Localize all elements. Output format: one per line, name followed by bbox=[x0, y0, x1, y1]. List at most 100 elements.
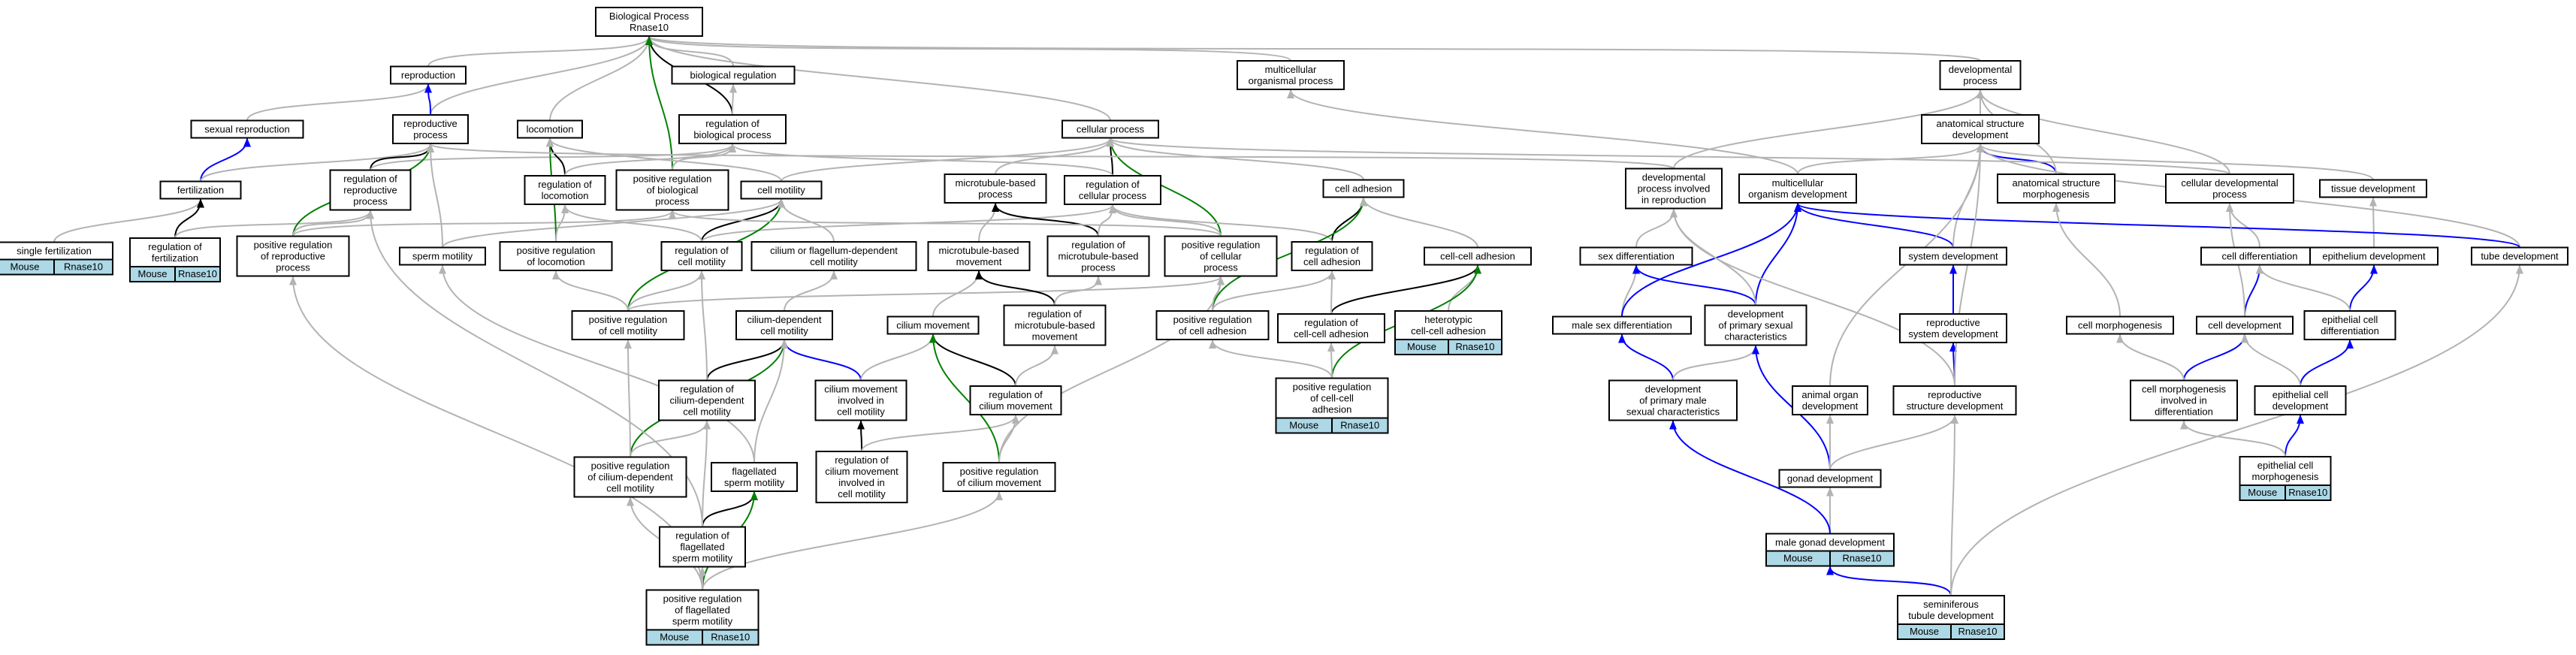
go-term-node[interactable]: sexual reproduction bbox=[190, 119, 304, 139]
node-box bbox=[1792, 385, 1868, 415]
go-term-node[interactable]: tissue development bbox=[2319, 179, 2427, 198]
edge-is-a bbox=[1672, 345, 1759, 381]
node-label: of locomotion bbox=[527, 256, 584, 267]
node-label: reproduction bbox=[401, 70, 455, 81]
edge-regulates bbox=[857, 420, 865, 452]
go-term-node[interactable]: male sex differentiation bbox=[1552, 315, 1692, 335]
node-box bbox=[1394, 310, 1502, 340]
go-term-node[interactable]: reproduction bbox=[390, 65, 467, 85]
go-term-node[interactable]: gonad development bbox=[1778, 469, 1882, 488]
node-box bbox=[2319, 179, 2427, 198]
go-term-node[interactable]: cell differentiation bbox=[2200, 246, 2319, 266]
node-label: regulation of bbox=[680, 384, 734, 395]
go-term-node[interactable]: cellular process bbox=[1062, 119, 1159, 139]
edge-is-a bbox=[2256, 264, 2351, 312]
gene-label: Rnase10 bbox=[1958, 626, 1997, 637]
node-label: regulation of bbox=[989, 389, 1043, 400]
node-label: regulation of bbox=[1304, 317, 1358, 328]
node-box bbox=[660, 241, 743, 271]
edge-is-a bbox=[2052, 203, 2121, 317]
gene-cell bbox=[1448, 339, 1502, 355]
edge-is-a bbox=[549, 36, 653, 121]
go-term-node[interactable]: sex differentiation bbox=[1579, 246, 1693, 266]
go-term-node[interactable]: cilium movement bbox=[886, 315, 980, 335]
go-term-node[interactable]: sperm motility bbox=[399, 246, 486, 266]
go-term-node[interactable]: cell motility bbox=[740, 180, 823, 200]
node-box bbox=[390, 65, 467, 85]
node-label: regulation of bbox=[1071, 240, 1125, 251]
go-term-node[interactable]: epithelium development bbox=[2309, 246, 2439, 266]
node-box bbox=[1155, 310, 1270, 340]
gene-cell bbox=[702, 629, 760, 646]
go-term-node[interactable]: locomotion bbox=[517, 119, 583, 139]
go-term-node[interactable]: cell morphogenesis bbox=[2066, 315, 2174, 335]
go-term-node[interactable]: cell development bbox=[2196, 315, 2294, 335]
go-term-node[interactable]: system development bbox=[1899, 246, 2007, 266]
edge-part-of bbox=[781, 340, 862, 381]
node-label: anatomical structure bbox=[1936, 118, 2024, 129]
go-term-node[interactable]: biological regulation bbox=[671, 65, 796, 85]
edge-positively-regulates bbox=[645, 36, 673, 171]
node-label: heterotypic bbox=[1424, 314, 1472, 325]
node-label: organism development bbox=[1748, 189, 1847, 200]
go-term-node[interactable]: tube development bbox=[2471, 246, 2568, 266]
go-term-node[interactable]: fertilization bbox=[159, 180, 242, 200]
go-term-node[interactable]: cell adhesion bbox=[1322, 179, 1405, 198]
node-label: positive regulation bbox=[517, 245, 596, 256]
go-term-node[interactable]: cell-cell adhesion bbox=[1424, 246, 1532, 266]
node-label: in reproduction bbox=[1641, 195, 1706, 206]
